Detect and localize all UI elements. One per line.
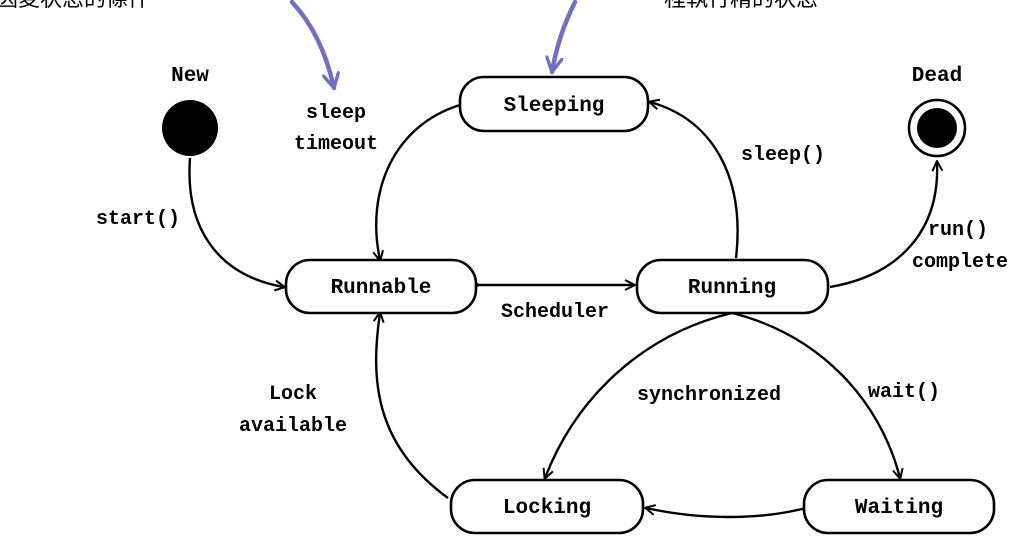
state-sleeping: Sleeping xyxy=(458,75,650,133)
scheduler-label: Scheduler xyxy=(501,301,609,324)
top-left-annotation: 因変状态的條件 xyxy=(0,0,150,12)
state-locking: Locking xyxy=(449,478,645,535)
annotation-arrow-left xyxy=(289,0,334,91)
run-complete-label-line2: complete xyxy=(912,251,1008,274)
state-running: Running xyxy=(635,258,830,315)
sleep-timeout-label-line1: sleep xyxy=(306,102,366,125)
sleep-timeout-label-line2: timeout xyxy=(294,133,378,156)
edge-running-to-waiting xyxy=(731,311,904,480)
edge-waiting-to-locking xyxy=(644,504,807,519)
state-running-label: Running xyxy=(688,277,776,300)
edge-running-to-sleeping xyxy=(648,98,739,259)
dead-final-node-core xyxy=(917,108,957,148)
sleep-call-label: sleep() xyxy=(741,144,825,167)
state-runnable: Runnable xyxy=(284,258,478,315)
edge-running-to-dead xyxy=(829,160,944,289)
edge-sleeping-to-runnable xyxy=(372,103,461,262)
state-waiting-label: Waiting xyxy=(855,497,943,520)
top-right-annotation: 程執行精的状态 xyxy=(664,0,818,12)
start-label: start() xyxy=(96,208,180,231)
edge-new-to-runnable xyxy=(188,157,286,292)
run-complete-label-line1: run() xyxy=(928,219,988,242)
annotation-arrow-right xyxy=(552,0,578,75)
state-waiting: Waiting xyxy=(802,478,996,535)
lock-available-label-line1: Lock xyxy=(269,383,317,406)
new-initial-node xyxy=(162,100,218,156)
edge-locking-to-runnable xyxy=(372,311,449,499)
dead-label: Dead xyxy=(912,65,962,88)
state-runnable-label: Runnable xyxy=(331,277,432,300)
state-locking-label: Locking xyxy=(503,497,591,520)
synchronized-label: synchronized xyxy=(637,384,781,407)
edge-running-to-locking xyxy=(542,311,733,480)
lock-available-label-line2: available xyxy=(239,415,347,438)
new-label: New xyxy=(171,65,209,88)
state-sleeping-label: Sleeping xyxy=(504,95,605,118)
wait-label: wait() xyxy=(868,381,940,404)
